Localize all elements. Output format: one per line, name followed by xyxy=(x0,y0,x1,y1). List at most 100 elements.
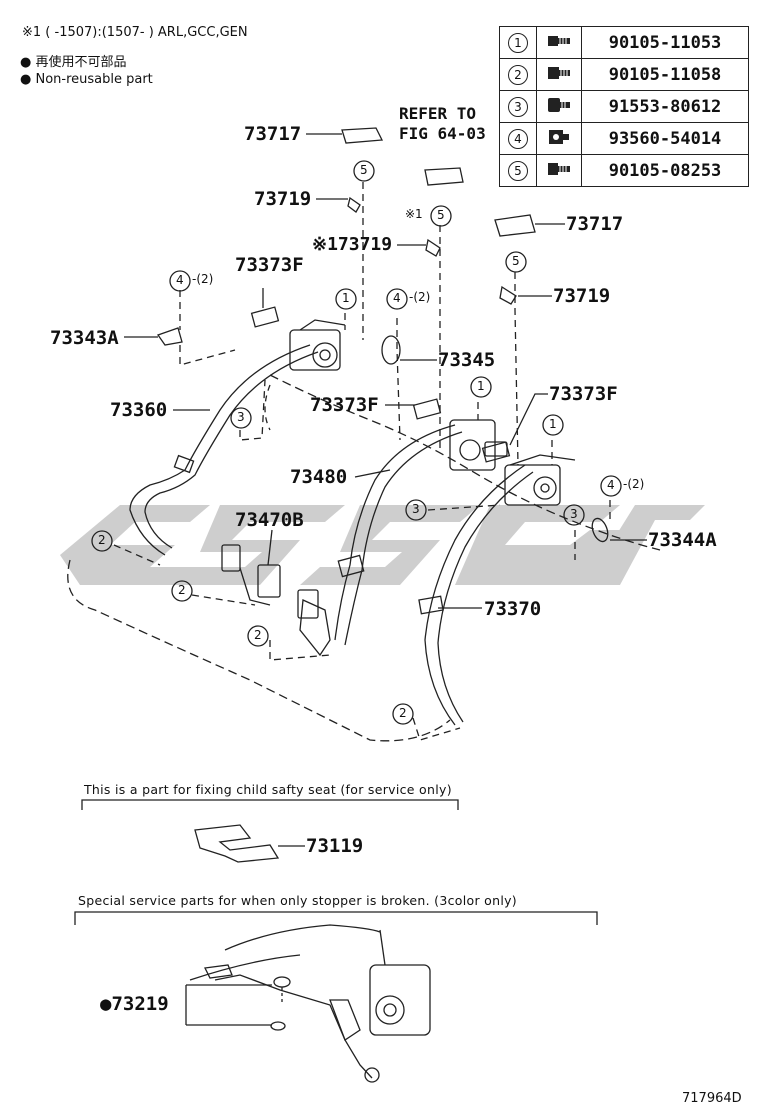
label-73719-mid: ※173719 xyxy=(312,234,393,255)
buckle-73470B xyxy=(221,544,319,619)
watermark-graphic xyxy=(60,505,705,585)
label-73470B: 73470B xyxy=(235,509,304,531)
cover-ref-64-03 xyxy=(424,167,464,186)
callout-circle-3 xyxy=(563,504,585,526)
callout-circle-2 xyxy=(91,530,113,552)
applicability-mark: ※1 xyxy=(405,207,423,221)
callout-3: 3 xyxy=(570,507,578,521)
applicability-note: ※1 ( -1507):(1507- ) ARL,GCC,GEN xyxy=(22,25,248,40)
callout-2: 2 xyxy=(178,583,186,597)
seat-top-outline xyxy=(269,374,661,551)
non-reusable-legend-jp: ● 再使用不可部品 xyxy=(20,55,127,70)
cover-73373F-left xyxy=(250,306,280,328)
label-73717-left: 73717 xyxy=(244,123,302,145)
callout-circle-4 xyxy=(600,475,622,497)
callout-5: 5 xyxy=(360,163,368,177)
stopper-caption: Special service parts for when only stop… xyxy=(78,893,517,908)
refer-note-line2: FIG 64-03 xyxy=(399,124,486,143)
callout-circle-1 xyxy=(470,376,492,398)
qty-label: -(2) xyxy=(192,272,214,286)
callout-1: 1 xyxy=(549,417,557,431)
guide-73719-mid xyxy=(425,238,441,257)
callout-4: 4 xyxy=(607,478,615,492)
cover-73717-right xyxy=(494,214,536,237)
callout-circle-2 xyxy=(392,703,414,725)
label-73370: 73370 xyxy=(484,598,542,620)
label-73343A: 73343A xyxy=(50,327,119,349)
non-reusable-legend-en: ● Non-reusable part xyxy=(20,72,153,87)
callout-1: 1 xyxy=(477,379,485,393)
belt-73480 xyxy=(299,424,463,657)
fastener-part-number: 90105-11058 xyxy=(581,58,749,91)
qty-label: -(2) xyxy=(409,290,431,304)
ref-circle: 3 xyxy=(508,97,528,117)
callout-2: 2 xyxy=(399,706,407,720)
callout-circle-1 xyxy=(542,414,564,436)
label-73719-left: 73719 xyxy=(254,188,312,210)
stopper-detail-drawing xyxy=(185,924,431,1083)
label-73345: 73345 xyxy=(438,349,496,371)
callout-circle-5 xyxy=(430,205,452,227)
label-73373F-mid: 73373F xyxy=(310,394,379,416)
callout-circle-4 xyxy=(169,270,191,292)
fastener-row: 2 90105-11058 xyxy=(499,58,749,91)
callout-5: 5 xyxy=(437,208,445,222)
fastener-row: 4 93560-54014 xyxy=(499,122,749,155)
cover-73343A xyxy=(156,327,183,346)
refer-note-line1: REFER TO xyxy=(399,104,477,123)
guide-73719-right xyxy=(499,285,517,305)
qty-label: -(2) xyxy=(623,477,645,491)
bracket-73119 xyxy=(194,824,280,863)
callout-circle-2 xyxy=(171,580,193,602)
fastener-part-number: 90105-11053 xyxy=(581,26,749,59)
callout-2: 2 xyxy=(254,628,262,642)
cover-73717-left xyxy=(341,127,384,144)
label-73717-right: 73717 xyxy=(566,213,624,235)
bolt-icon xyxy=(536,90,582,123)
child-seat-bracket xyxy=(81,799,459,810)
callout-1: 1 xyxy=(342,291,350,305)
callout-circle-5 xyxy=(505,251,527,273)
belt-73360 xyxy=(129,344,319,556)
fastener-row: 5 90105-08253 xyxy=(499,154,749,187)
fastener-part-number: 93560-54014 xyxy=(581,122,749,155)
belt-73370 xyxy=(418,464,534,726)
fastener-legend-table: 1 90105-11053 2 90105-11058 3 91553-8061… xyxy=(499,26,749,187)
label-73480: 73480 xyxy=(290,466,348,488)
child-seat-caption: This is a part for fixing child safty se… xyxy=(84,782,452,797)
label-73719-right: 73719 xyxy=(553,285,611,307)
callout-4: 4 xyxy=(176,273,184,287)
label-73344A: 73344A xyxy=(648,529,717,551)
ref-circle: 1 xyxy=(508,33,528,53)
retractor-right xyxy=(504,454,576,506)
ref-circle: 2 xyxy=(508,65,528,85)
fastener-part-number: 90105-08253 xyxy=(581,154,749,187)
label-73119: 73119 xyxy=(306,835,364,857)
guide-73719-left xyxy=(347,196,361,213)
figure-id: 717964D xyxy=(682,1091,742,1106)
callout-2: 2 xyxy=(98,533,106,547)
ref-circle: 5 xyxy=(508,161,528,181)
retractor-center xyxy=(449,419,508,471)
label-73373F-left: 73373F xyxy=(235,254,304,276)
bolt-icon xyxy=(536,26,582,59)
cover-73344A xyxy=(591,517,609,543)
callout-circle-1 xyxy=(335,288,357,310)
ref-circle: 4 xyxy=(508,129,528,149)
label-73373F-right: 73373F xyxy=(549,383,618,405)
callout-circle-2 xyxy=(247,625,269,647)
fastener-row: 1 90105-11053 xyxy=(499,26,749,59)
callout-circle-3 xyxy=(230,407,252,429)
callout-circle-5 xyxy=(353,160,375,182)
retractor-left xyxy=(289,319,346,371)
callout-4: 4 xyxy=(393,291,401,305)
callout-circle-3 xyxy=(405,499,427,521)
callout-5: 5 xyxy=(512,254,520,268)
stopper-bracket xyxy=(74,911,598,925)
cover-73345 xyxy=(381,335,401,365)
callout-circle-4 xyxy=(386,288,408,310)
label-73219: ●73219 xyxy=(100,993,169,1015)
bolt-icon xyxy=(536,58,582,91)
